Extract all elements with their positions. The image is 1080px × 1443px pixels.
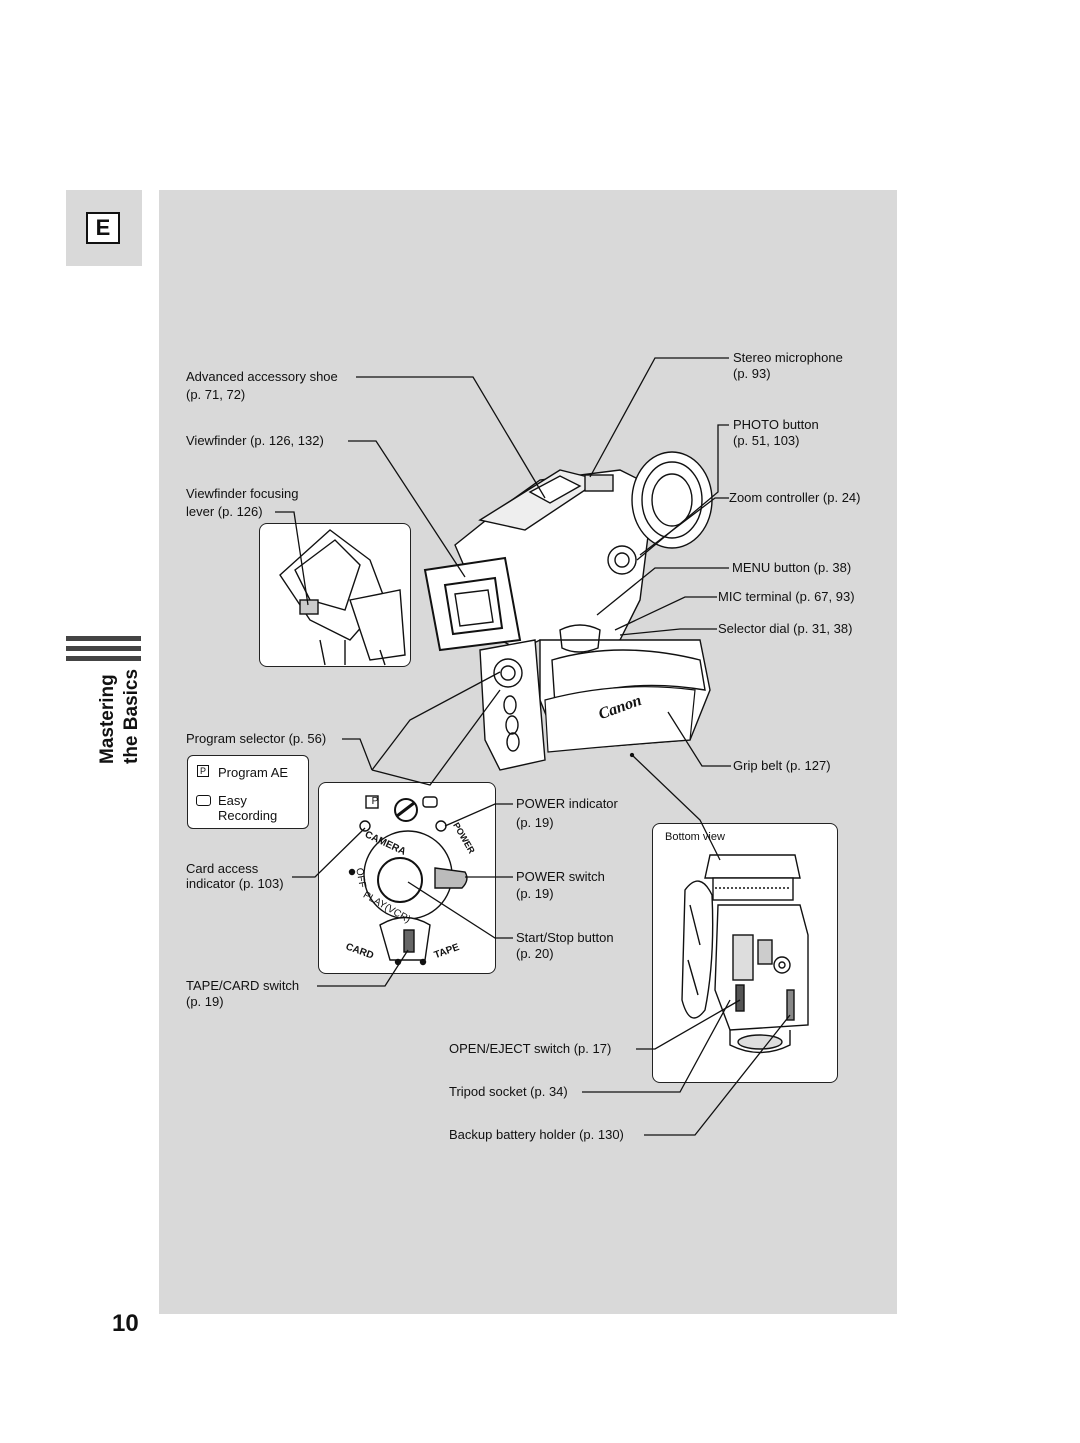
label-tape-card-page: (p. 19)	[186, 994, 224, 1009]
label-zoom-controller: Zoom controller (p. 24)	[729, 490, 861, 505]
label-easy: Easy	[218, 793, 247, 808]
label-stereo-mic: Stereo microphone	[733, 350, 843, 365]
label-viewfinder-lever-page: lever (p. 126)	[186, 504, 263, 519]
easy-recording-icon	[196, 795, 211, 806]
page-number: 10	[112, 1310, 139, 1337]
language-tab: E	[66, 190, 142, 266]
label-card-access: Card access	[186, 861, 259, 876]
label-power-indicator-page: (p. 19)	[516, 815, 554, 830]
label-backup-battery: Backup battery holder (p. 130)	[449, 1127, 624, 1142]
label-stereo-mic-page: (p. 93)	[733, 366, 771, 381]
leader-lines	[275, 357, 791, 1136]
label-grip-belt: Grip belt (p. 127)	[733, 758, 831, 773]
label-power-switch: POWER switch	[516, 869, 605, 884]
label-viewfinder: Viewfinder (p. 126, 132)	[186, 433, 324, 448]
bottom-view-drawing	[681, 854, 809, 1054]
label-program-selector: Program selector (p. 56)	[186, 731, 327, 746]
label-accessory-shoe-page: (p. 71, 72)	[186, 387, 246, 402]
label-photo-button: PHOTO button	[733, 417, 819, 432]
label-power-indicator: POWER indicator	[516, 796, 618, 811]
label-open-eject: OPEN/EJECT switch (p. 17)	[449, 1041, 612, 1056]
label-tape-card: TAPE/CARD switch	[186, 978, 300, 993]
label-mic-terminal: MIC terminal (p. 67, 93)	[718, 589, 855, 604]
dial-p-mark: P	[371, 796, 379, 807]
label-selector-dial: Selector dial (p. 31, 38)	[718, 621, 853, 636]
label-program-ae: Program AE	[218, 765, 289, 780]
label-power-switch-page: (p. 19)	[516, 886, 554, 901]
program-ae-icon: P	[197, 765, 209, 777]
label-tripod-socket: Tripod socket (p. 34)	[449, 1084, 568, 1099]
label-photo-button-page: (p. 51, 103)	[733, 433, 800, 448]
section-divider	[66, 646, 141, 651]
language-letter: E	[86, 212, 120, 244]
dial-off-label: OFF	[353, 867, 368, 889]
label-accessory-shoe: Advanced accessory shoe	[186, 369, 338, 384]
power-dial-drawing	[348, 795, 468, 966]
label-start-stop-page: (p. 20)	[516, 946, 554, 961]
label-menu-button: MENU button (p. 38)	[732, 560, 852, 575]
camcorder-illustration	[423, 451, 713, 771]
section-divider	[66, 656, 141, 661]
label-bottom-view: Bottom view	[665, 831, 725, 843]
section-divider	[66, 636, 141, 641]
label-viewfinder-lever: Viewfinder focusing	[186, 486, 299, 501]
program-legend	[187, 755, 309, 829]
label-start-stop: Start/Stop button	[516, 930, 614, 945]
viewfinder-inset-drawing	[279, 529, 406, 666]
label-recording: Recording	[218, 808, 278, 823]
label-card-access-page: indicator (p. 103)	[186, 876, 284, 891]
